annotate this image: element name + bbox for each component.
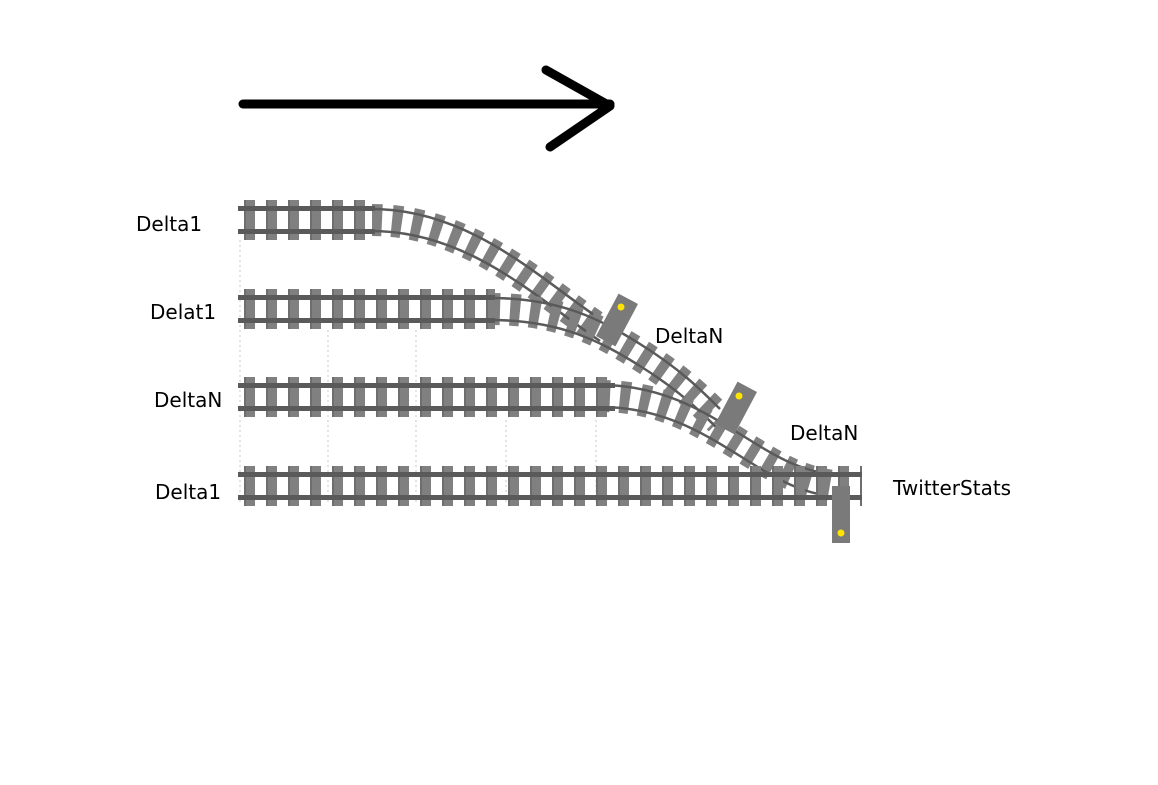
junction1-label: DeltaN bbox=[655, 324, 723, 348]
track3-label: DeltaN bbox=[154, 388, 222, 412]
output-label: TwitterStats bbox=[892, 476, 1011, 500]
track2-label: Delat1 bbox=[150, 300, 216, 324]
switch-signal-1 bbox=[596, 293, 638, 347]
junction2-label: DeltaN bbox=[790, 421, 858, 445]
switch-signal-3 bbox=[832, 486, 850, 543]
straight-track-1 bbox=[238, 200, 375, 240]
switch-signal-2 bbox=[715, 381, 757, 435]
straight-track-3 bbox=[238, 377, 615, 417]
right-arrow-icon bbox=[238, 65, 615, 152]
track4-label: Delta1 bbox=[155, 480, 221, 504]
straight-track-4 bbox=[238, 466, 862, 506]
track1-label: Delta1 bbox=[136, 212, 202, 236]
straight-track-2 bbox=[238, 289, 495, 329]
